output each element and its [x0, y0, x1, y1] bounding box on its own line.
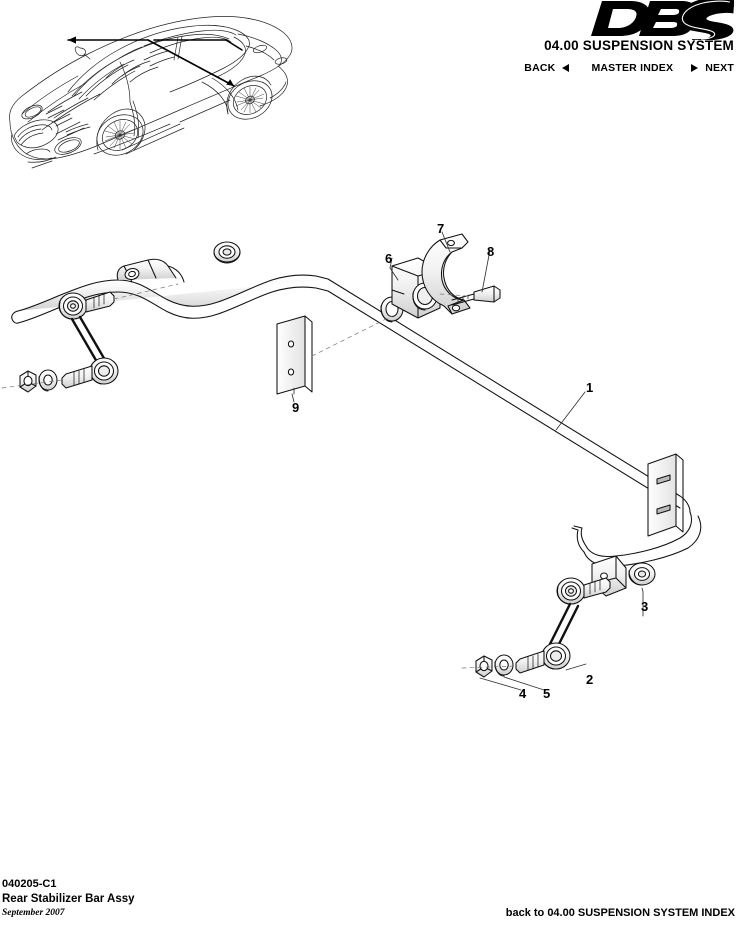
navigation-bar: BACK MASTER INDEX NEXT	[524, 62, 734, 74]
callout-7: 7	[437, 221, 445, 236]
callout-9: 9	[292, 400, 300, 415]
rear-stabilizer-bar-exploded-view	[1, 231, 702, 691]
document-code: 040205-C1	[2, 878, 57, 891]
page-title: 04.00 SUSPENSION SYSTEM	[544, 38, 734, 53]
document-date: September 2007	[2, 907, 65, 918]
page-header: 04.00 SUSPENSION SYSTEM BACK MASTER INDE…	[0, 0, 737, 92]
callout-5: 5	[543, 686, 551, 701]
dbs-brand-logo	[591, 0, 734, 40]
master-index-link[interactable]: MASTER INDEX	[591, 62, 674, 74]
document-subject: Rear Stabilizer Bar Assy	[2, 892, 135, 905]
callout-6: 6	[385, 251, 393, 266]
callout-2: 2	[586, 672, 594, 687]
callout-1: 1	[586, 380, 594, 395]
callout-4: 4	[519, 686, 527, 701]
triangle-right-icon[interactable]	[691, 64, 699, 72]
callout-8: 8	[487, 244, 495, 259]
next-link[interactable]: NEXT	[705, 62, 734, 74]
triangle-left-icon[interactable]	[562, 64, 570, 72]
callout-3: 3	[641, 599, 649, 614]
back-link[interactable]: BACK	[524, 62, 556, 74]
aston-martin-dbs-line-art	[9, 16, 293, 169]
footer-document-info: 040205-C1 Rear Stabilizer Bar Assy Septe…	[2, 877, 135, 920]
page-footer: 040205-C1 Rear Stabilizer Bar Assy Septe…	[0, 862, 737, 926]
back-to-index-link[interactable]: back to 04.00 SUSPENSION SYSTEM INDEX	[505, 907, 735, 919]
